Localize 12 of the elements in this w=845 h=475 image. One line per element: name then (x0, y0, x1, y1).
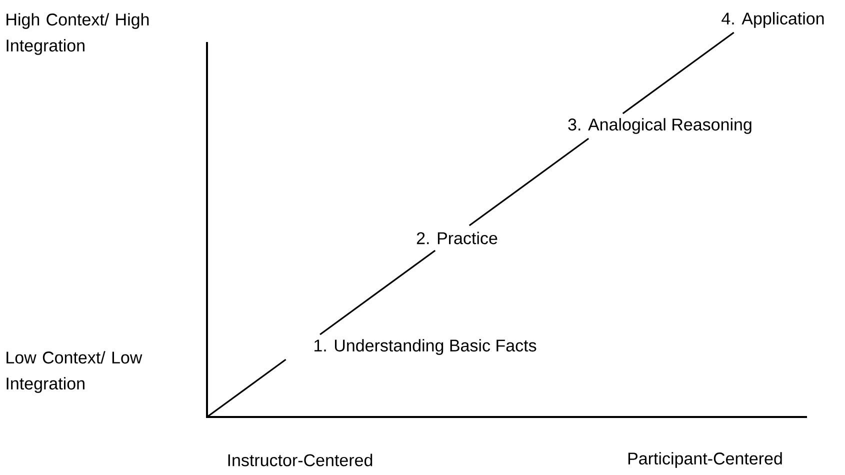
axis-label: Participant-Centered (628, 452, 782, 468)
axis-label: Low Context/ Low Integration (6, 351, 142, 393)
axis-label: High Context/ High Integration (6, 13, 149, 55)
stage-label: 4. Application (719, 8, 827, 32)
stage-label: 1. Understanding Basic Facts (311, 334, 539, 360)
diagonal-line (468, 138, 590, 226)
diagonal-line (206, 358, 286, 418)
axis-label: Instructor-Centered (228, 454, 372, 466)
stage-label: 3. Analogical Reasoning (566, 114, 754, 138)
stage-label: 2. Practice (414, 226, 500, 250)
diagonal-line (320, 250, 436, 336)
diagonal-line (622, 32, 734, 114)
